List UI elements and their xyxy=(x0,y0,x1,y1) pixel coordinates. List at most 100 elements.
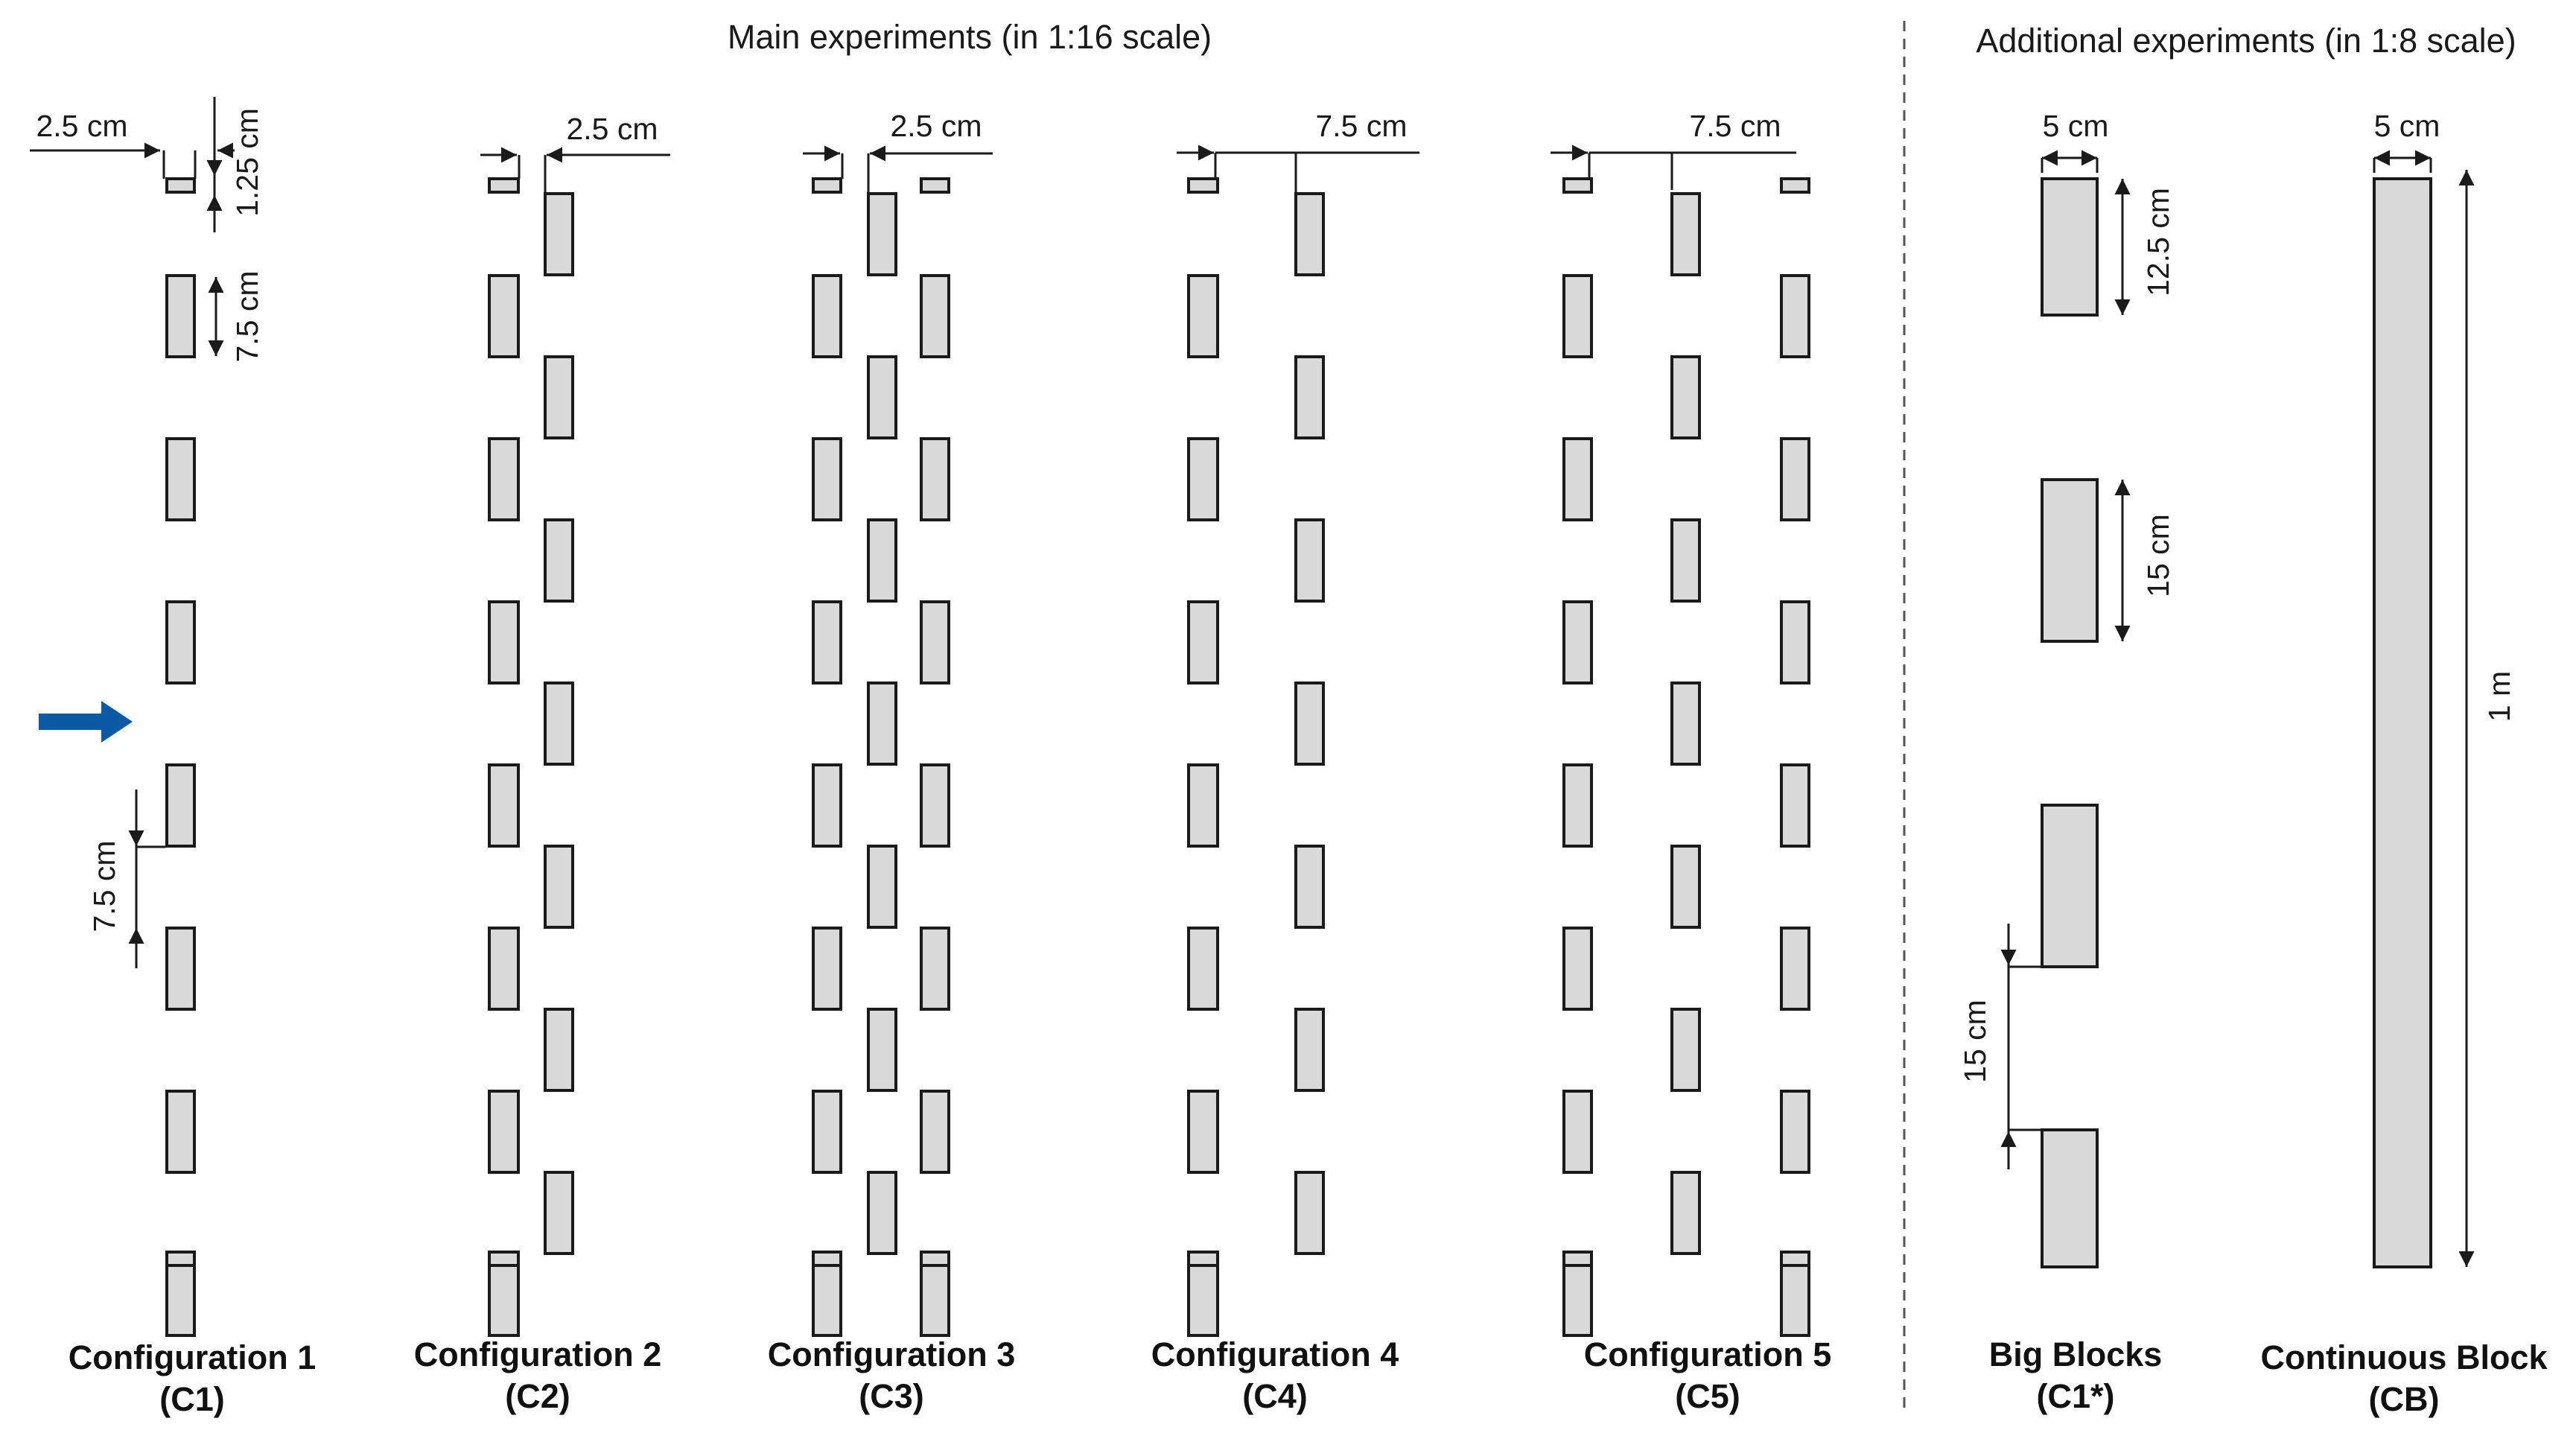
block xyxy=(165,1253,196,1337)
block xyxy=(920,1090,950,1174)
block xyxy=(920,177,950,194)
block xyxy=(1562,1251,1593,1267)
block xyxy=(544,845,574,929)
block xyxy=(812,927,842,1011)
c5-offset-label: 7.5 cm xyxy=(1689,109,1781,143)
c4-offset-label: 7.5 cm xyxy=(1315,109,1407,143)
block xyxy=(867,518,897,603)
c3-offset-label: 2.5 cm xyxy=(890,109,982,143)
block xyxy=(920,1253,950,1337)
big-length-1-label: 12.5 cm xyxy=(2141,188,2175,296)
right-arrow-icon xyxy=(39,701,133,743)
block xyxy=(812,274,842,358)
caption-name: Continuous Block xyxy=(2261,1338,2548,1376)
block xyxy=(1780,274,1810,358)
big-blocks xyxy=(2041,177,2099,1268)
block xyxy=(1294,1171,1325,1255)
block xyxy=(867,192,897,276)
block xyxy=(1187,763,1219,848)
block xyxy=(1780,1090,1810,1174)
block xyxy=(920,600,950,684)
configuration-1-blocks xyxy=(165,177,196,1337)
block xyxy=(1670,845,1701,929)
block xyxy=(1562,600,1593,684)
c4-dimension-annotations xyxy=(1177,144,1419,194)
configuration-2-blocks xyxy=(488,177,574,1337)
block xyxy=(920,437,950,521)
c1-spacing-label: 2.5 cm xyxy=(36,109,127,143)
caption-c1: Configuration 1 (C1) xyxy=(69,1338,316,1418)
c5-dimension-annotations xyxy=(1551,144,1796,190)
continuous-block-dimension-annotations xyxy=(2373,150,2475,1267)
block xyxy=(165,177,196,194)
block xyxy=(1294,682,1325,766)
block xyxy=(812,600,842,684)
block xyxy=(1187,1090,1219,1174)
block xyxy=(812,1090,842,1174)
block xyxy=(1294,192,1325,276)
block xyxy=(1780,763,1810,848)
caption-name: Configuration 2 xyxy=(414,1335,661,1373)
block xyxy=(1670,355,1701,439)
block xyxy=(1780,177,1810,194)
block xyxy=(1562,177,1593,194)
configuration-3-blocks xyxy=(812,177,950,1337)
block xyxy=(1780,600,1810,684)
block xyxy=(812,437,842,521)
block xyxy=(488,927,520,1011)
caption-name: Configuration 1 xyxy=(69,1338,316,1376)
block xyxy=(1187,927,1219,1011)
c1-gap-label: 7.5 cm xyxy=(87,840,121,932)
block xyxy=(165,927,196,1011)
c1-dimension-annotations xyxy=(30,97,235,968)
block xyxy=(1780,437,1810,521)
caption-big-blocks: Big Blocks (C1*) xyxy=(1989,1335,2163,1415)
caption-name: Configuration 3 xyxy=(768,1335,1015,1373)
block xyxy=(920,1251,950,1267)
caption-c2: Configuration 2 (C2) xyxy=(414,1335,661,1415)
big-blocks-dimension-annotations xyxy=(2000,150,2131,1169)
block xyxy=(1670,682,1701,766)
block xyxy=(1670,1008,1701,1092)
caption-name: Big Blocks xyxy=(1989,1335,2163,1373)
cb-length-label: 1 m xyxy=(2482,671,2516,722)
block xyxy=(544,355,574,439)
c1-small-block-label: 1.25 cm xyxy=(230,108,264,217)
caption-code: (CB) xyxy=(2369,1380,2440,1418)
c1-block-length-label: 7.5 cm xyxy=(230,270,264,362)
block xyxy=(165,1090,196,1174)
block xyxy=(1187,274,1219,358)
block xyxy=(1294,518,1325,603)
block xyxy=(1562,763,1593,848)
big-gap-label: 15 cm xyxy=(1958,1000,1992,1083)
block xyxy=(488,600,520,684)
big-length-2-label: 15 cm xyxy=(2141,514,2175,597)
configuration-5-blocks xyxy=(1562,177,1810,1337)
block xyxy=(488,763,520,848)
c3-dimension-annotations xyxy=(803,145,993,194)
block xyxy=(1187,177,1219,194)
caption-code: (C3) xyxy=(859,1377,924,1415)
configuration-4-blocks xyxy=(1187,177,1325,1337)
block xyxy=(1562,1253,1593,1337)
big-width-label: 5 cm xyxy=(2043,109,2109,143)
big-block xyxy=(2041,1128,2099,1268)
block xyxy=(488,274,520,358)
block xyxy=(1780,927,1810,1011)
block xyxy=(920,274,950,358)
block xyxy=(488,1251,520,1267)
c2-offset-label: 2.5 cm xyxy=(566,112,658,146)
caption-c5: Configuration 5 (C5) xyxy=(1584,1335,1831,1415)
caption-name: Configuration 4 xyxy=(1151,1335,1399,1373)
block xyxy=(867,845,897,929)
caption-c4: Configuration 4 (C4) xyxy=(1151,1335,1399,1415)
block xyxy=(544,682,574,766)
block xyxy=(165,1251,196,1267)
block xyxy=(544,1008,574,1092)
block xyxy=(1294,1008,1325,1092)
block xyxy=(812,177,842,194)
block xyxy=(1670,192,1701,276)
caption-code: (C5) xyxy=(1675,1377,1740,1415)
block xyxy=(867,355,897,439)
